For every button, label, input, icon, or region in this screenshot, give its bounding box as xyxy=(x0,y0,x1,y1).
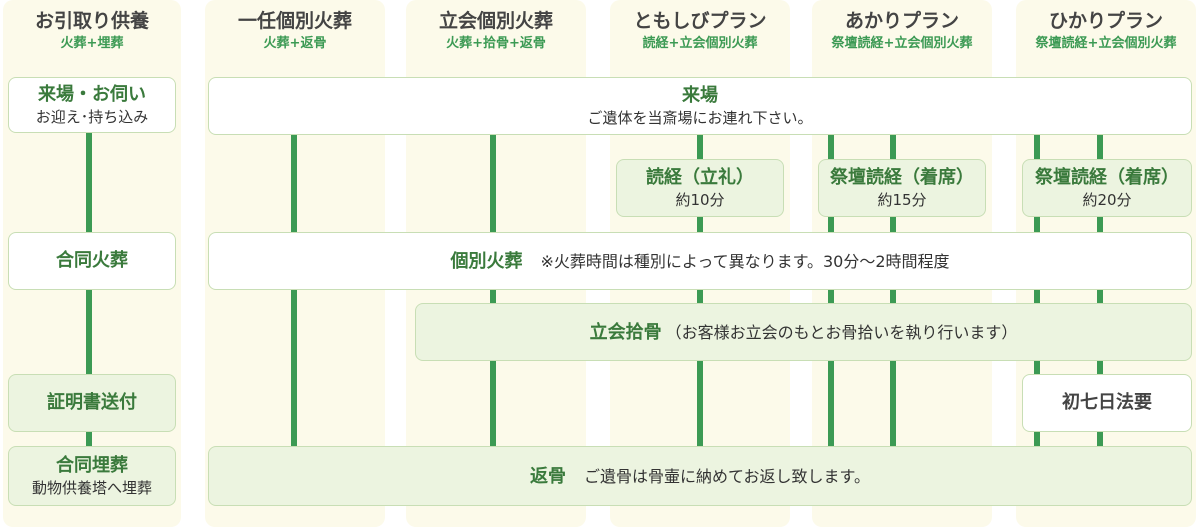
step-sutra-tomoshibi: 読経（立礼） 約10分 xyxy=(616,159,784,217)
column-title: あかりプラン xyxy=(844,10,959,32)
step-seventh-day: 初七日法要 xyxy=(1022,374,1192,432)
step-title: 初七日法要 xyxy=(1062,392,1152,413)
column-header-4: ともしびプラン 読経+立会個別火葬 xyxy=(610,8,790,68)
column-title: ひかりプラン xyxy=(1048,10,1163,32)
step-title: 証明書送付 xyxy=(47,392,137,413)
column-header-3: 立会個別火葬 火葬+拾骨+返骨 xyxy=(406,8,586,68)
step-title: 合同埋葬 xyxy=(56,455,128,476)
step-title: 来場・お伺い xyxy=(38,84,146,105)
column-header-2: 一任個別火葬 火葬+返骨 xyxy=(205,8,385,68)
step-arrival-pickup: 来場・お伺い お迎え･持ち込み xyxy=(8,77,176,133)
column-title: お引取り供養 xyxy=(34,10,149,32)
step-title: 祭壇読経（着席） xyxy=(1035,167,1179,188)
column-subtitle: 祭壇読経+立会個別火葬 xyxy=(831,36,973,51)
column-header-1: お引取り供養 火葬+埋葬 xyxy=(3,8,181,68)
step-note: ※火葬時間は種別によって異なります。30分〜2時間程度 xyxy=(540,252,950,271)
step-certificate: 証明書送付 xyxy=(8,374,176,432)
step-title: 来場 xyxy=(682,85,718,106)
column-subtitle: 火葬+返骨 xyxy=(263,36,327,51)
step-note: （お客様お立会のもとお骨拾いを執り行います） xyxy=(665,323,1018,342)
step-sutra-akari: 祭壇読経（着席） 約15分 xyxy=(818,159,986,217)
step-duration: 約10分 xyxy=(675,191,725,209)
step-title: 祭壇読経（着席） xyxy=(830,167,974,188)
step-title: 個別火葬 xyxy=(450,251,523,272)
column-subtitle: 祭壇読経+立会個別火葬 xyxy=(1035,36,1177,51)
step-title: 返骨 xyxy=(530,466,567,487)
step-title: 読経（立礼） xyxy=(646,167,754,188)
step-joint-cremation: 合同火葬 xyxy=(8,232,176,290)
step-joint-burial: 合同埋葬 動物供養塔へ埋葬 xyxy=(8,446,176,506)
step-subtitle: 動物供養塔へ埋葬 xyxy=(31,479,152,497)
step-duration: 約15分 xyxy=(877,191,927,209)
column-subtitle: 火葬+埋葬 xyxy=(60,36,124,51)
column-title: ともしびプラン xyxy=(633,10,767,32)
step-bone-picking: 立会拾骨 （お客様お立会のもとお骨拾いを執り行います） xyxy=(415,303,1192,361)
step-subtitle: ご遺体を当斎場にお連れ下さい。 xyxy=(587,109,813,127)
step-individual-cremation: 個別火葬 ※火葬時間は種別によって異なります。30分〜2時間程度 xyxy=(208,232,1192,290)
step-note: ご遺骨は骨壷に納めてお返し致します。 xyxy=(584,467,870,486)
step-duration: 約20分 xyxy=(1082,191,1132,209)
column-subtitle: 火葬+拾骨+返骨 xyxy=(446,36,546,51)
step-sutra-hikari: 祭壇読経（着席） 約20分 xyxy=(1022,159,1192,217)
column-title: 一任個別火葬 xyxy=(237,10,352,32)
column-header-6: ひかりプラン 祭壇読経+立会個別火葬 xyxy=(1016,8,1196,68)
step-title: 合同火葬 xyxy=(56,250,128,271)
step-arrival: 来場 ご遺体を当斎場にお連れ下さい。 xyxy=(208,77,1192,135)
step-title: 立会拾骨 xyxy=(589,322,662,343)
step-bone-return: 返骨 ご遺骨は骨壷に納めてお返し致します。 xyxy=(208,446,1192,506)
column-header-5: あかりプラン 祭壇読経+立会個別火葬 xyxy=(812,8,992,68)
step-subtitle: お迎え･持ち込み xyxy=(35,108,149,126)
column-subtitle: 読経+立会個別火葬 xyxy=(642,36,758,51)
column-title: 立会個別火葬 xyxy=(438,10,553,32)
